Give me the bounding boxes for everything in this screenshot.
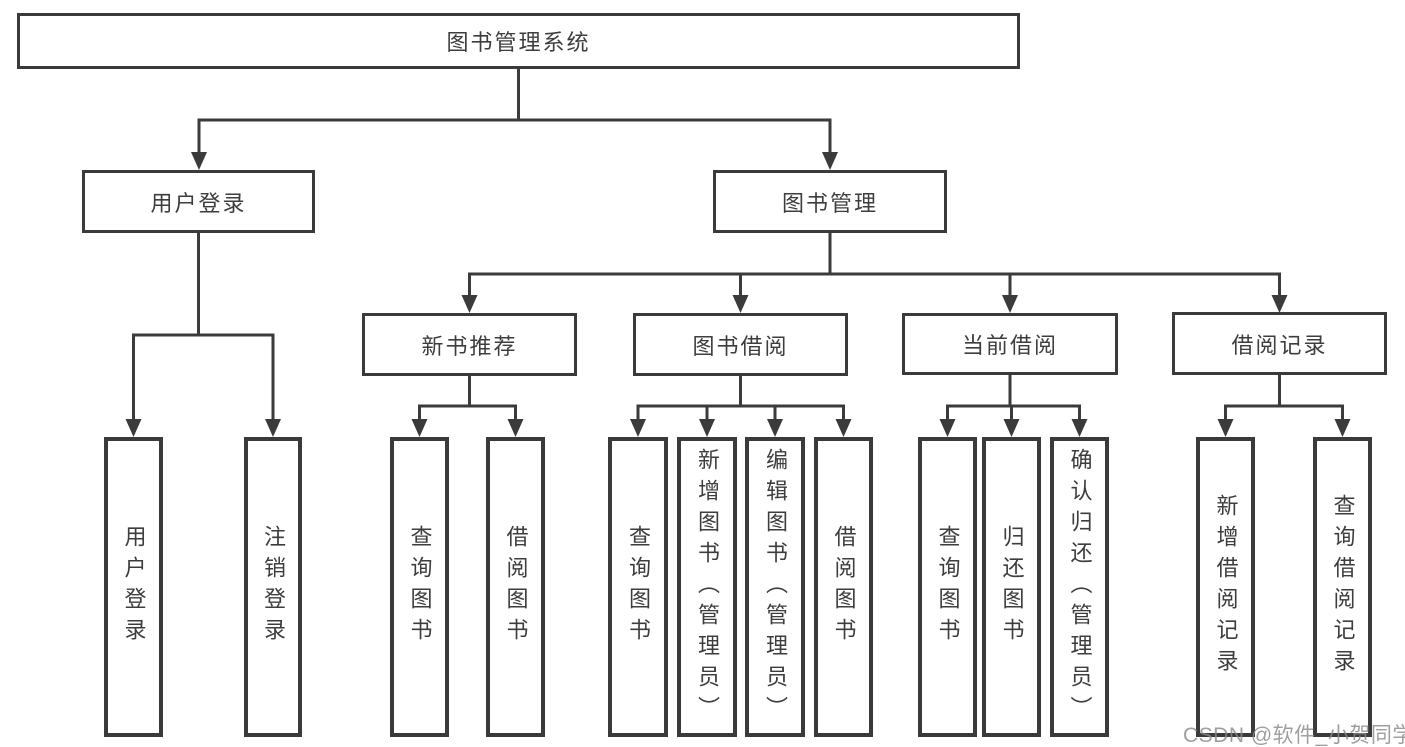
connector-book-management-split: [468, 231, 1281, 299]
arrow-down-icon: [1071, 419, 1088, 437]
leaf-query-books-current: 查询图书: [918, 437, 977, 737]
leaf-label: 借阅图书: [831, 525, 857, 649]
leaf-borrow-books-borrowing: 借阅图书: [814, 437, 873, 737]
leaf-edit-books-admin: 编辑图书（管理员）: [745, 437, 805, 737]
arrow-down-icon: [939, 419, 956, 437]
connector-current-borrowing-split: [946, 373, 1081, 423]
node-borrowing-records: 借阅记录: [1172, 312, 1387, 375]
node-book-management: 图书管理: [713, 170, 947, 233]
arrow-down-icon: [630, 419, 646, 437]
leaf-label: 归还图书: [999, 525, 1025, 649]
leaf-label: 借阅图书: [503, 525, 529, 649]
leaf-label: 用户登录: [121, 525, 147, 649]
leaf-label: 新增借阅记录: [1213, 494, 1239, 680]
arrow-down-icon: [125, 419, 142, 437]
arrow-down-icon: [822, 152, 838, 170]
arrow-down-icon: [1002, 295, 1018, 313]
arrow-down-icon: [835, 419, 852, 437]
leaf-query-books-recommend: 查询图书: [390, 437, 449, 737]
leaf-add-books-admin: 新增图书（管理员）: [677, 437, 737, 737]
node-library-management-system: 图书管理系统: [17, 13, 1020, 69]
leaf-logout: 注销登录: [244, 437, 302, 737]
node-new-book-recommendation: 新书推荐: [362, 313, 577, 376]
arrow-down-icon: [699, 419, 715, 437]
leaf-return-books: 归还图书: [982, 437, 1041, 737]
arrow-down-icon: [732, 295, 749, 313]
arrow-down-icon: [1334, 419, 1351, 437]
arrow-down-icon: [507, 419, 524, 437]
connector-borrowing-records-split: [1224, 373, 1344, 423]
leaf-label: 查询图书: [935, 525, 961, 649]
arrowheads: [125, 152, 1351, 437]
arrow-down-icon: [461, 295, 478, 313]
connector-new-book-split: [418, 374, 517, 423]
leaf-borrow-books-recommend: 借阅图书: [486, 437, 545, 737]
node-user-login: 用户登录: [82, 170, 315, 233]
leaf-query-books-borrowing: 查询图书: [608, 437, 668, 737]
leaf-label: 注销登录: [261, 525, 286, 649]
leaf-label: 新增图书（管理员）: [695, 447, 720, 727]
connector-user-login-split: [132, 231, 275, 423]
arrow-down-icon: [411, 419, 428, 437]
leaf-label: 编辑图书（管理员）: [763, 447, 788, 727]
leaf-label: 查询图书: [626, 525, 651, 649]
arrow-down-icon: [1003, 419, 1020, 437]
leaf-label: 确认归还（管理员）: [1067, 447, 1093, 727]
leaf-confirm-return-admin: 确认归还（管理员）: [1050, 437, 1109, 737]
arrow-down-icon: [767, 419, 783, 437]
node-current-borrowing: 当前借阅: [902, 313, 1118, 375]
leaf-label: 查询图书: [407, 525, 433, 649]
leaf-query-borrow-record: 查询借阅记录: [1313, 437, 1372, 737]
connector-root-split: [197, 67, 832, 156]
connector-book-borrowing-split: [636, 374, 845, 423]
leaf-user-login: 用户登录: [104, 437, 163, 737]
arrow-down-icon: [191, 152, 207, 170]
arrow-down-icon: [265, 419, 281, 437]
arrow-down-icon: [1271, 295, 1288, 313]
arrow-down-icon: [1217, 419, 1234, 437]
node-book-borrowing: 图书借阅: [633, 313, 848, 376]
csdn-watermark: CSDN @软件_小贺同学: [1183, 724, 1405, 747]
leaf-label: 查询借阅记录: [1330, 494, 1356, 680]
leaf-add-borrow-record: 新增借阅记录: [1196, 437, 1255, 737]
